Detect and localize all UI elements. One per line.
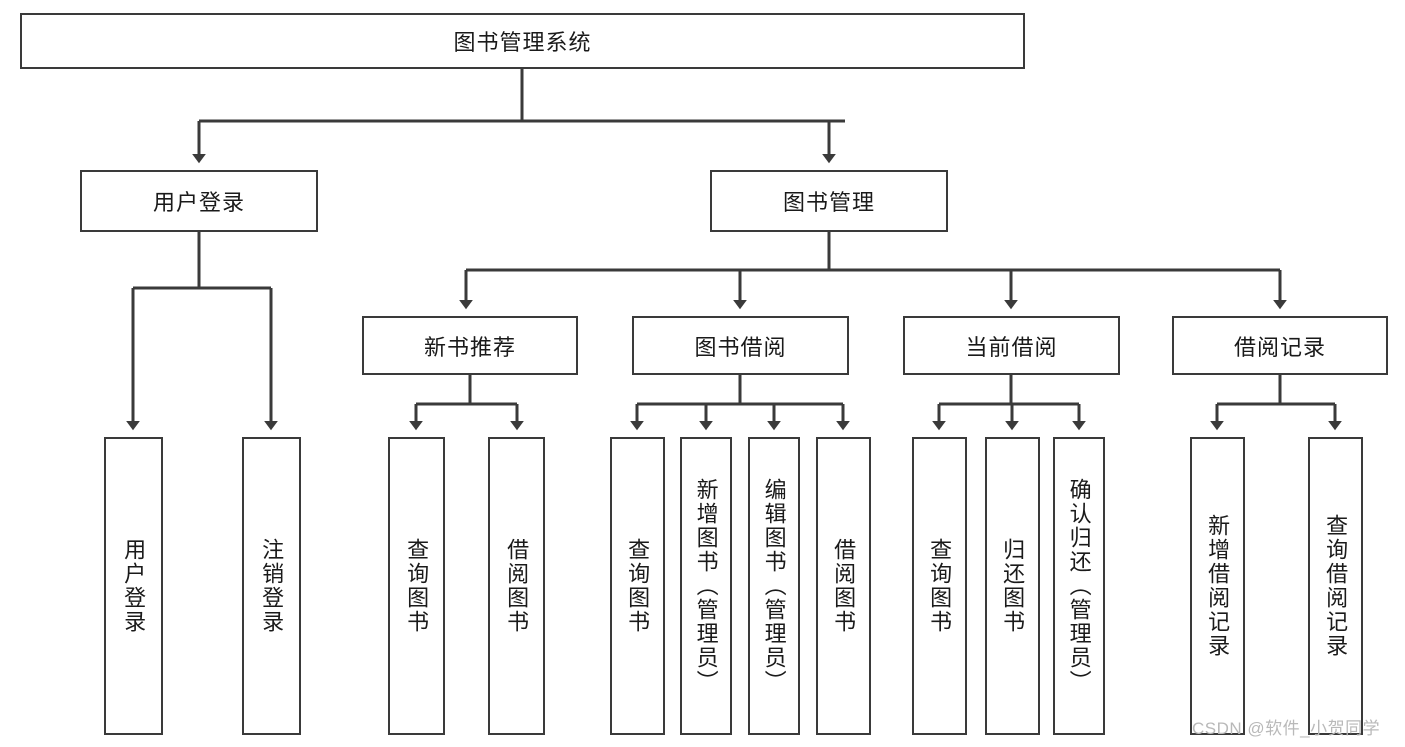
leaf-query-book-current[interactable]: 查询图书 xyxy=(912,437,967,735)
leaf-query-borrow-record-label: 查询借阅记录 xyxy=(1323,514,1349,658)
node-book-management-label: 图书管理 xyxy=(782,190,875,215)
node-root[interactable]: 图书管理系统 xyxy=(20,13,1025,69)
leaf-borrow-book-recommend-label: 借阅图书 xyxy=(504,538,530,634)
node-current-borrow[interactable]: 当前借阅 xyxy=(903,316,1120,375)
leaf-query-book-recommend[interactable]: 查询图书 xyxy=(388,437,445,735)
leaf-return-book[interactable]: 归还图书 xyxy=(985,437,1040,735)
leaf-user-login-label: 用户登录 xyxy=(121,538,147,634)
leaf-return-book-label: 归还图书 xyxy=(1000,538,1026,634)
leaf-add-book-admin[interactable]: 新增图书（管理员） xyxy=(680,437,732,735)
node-borrow-record-label: 借阅记录 xyxy=(1233,334,1326,360)
leaf-query-book-borrow-label: 查询图书 xyxy=(625,538,651,634)
node-book-management[interactable]: 图书管理 xyxy=(710,170,948,232)
node-new-book-recommend[interactable]: 新书推荐 xyxy=(362,316,578,375)
leaf-borrow-book-label: 借阅图书 xyxy=(831,538,857,634)
leaf-add-borrow-record-label: 新增借阅记录 xyxy=(1205,514,1231,658)
leaf-query-book-borrow[interactable]: 查询图书 xyxy=(610,437,665,735)
node-root-label: 图书管理系统 xyxy=(453,30,592,55)
leaf-query-book-recommend-label: 查询图书 xyxy=(404,538,430,634)
node-new-book-recommend-label: 新书推荐 xyxy=(423,334,516,360)
leaf-edit-book-admin[interactable]: 编辑图书（管理员） xyxy=(748,437,800,735)
csdn-watermark: CSDN @软件_小贺同学 xyxy=(1192,719,1381,738)
leaf-borrow-book[interactable]: 借阅图书 xyxy=(816,437,871,735)
leaf-add-borrow-record[interactable]: 新增借阅记录 xyxy=(1190,437,1245,735)
node-book-borrow[interactable]: 图书借阅 xyxy=(632,316,849,375)
leaf-logout[interactable]: 注销登录 xyxy=(242,437,301,735)
node-current-borrow-label: 当前借阅 xyxy=(965,334,1058,360)
leaf-borrow-book-recommend[interactable]: 借阅图书 xyxy=(488,437,545,735)
leaf-query-book-current-label: 查询图书 xyxy=(927,538,953,634)
node-book-borrow-label: 图书借阅 xyxy=(694,334,787,360)
leaf-edit-book-admin-label: 编辑图书（管理员） xyxy=(761,478,787,694)
leaf-logout-label: 注销登录 xyxy=(259,538,285,634)
leaf-query-borrow-record[interactable]: 查询借阅记录 xyxy=(1308,437,1363,735)
leaf-confirm-return-admin-label: 确认归还（管理员） xyxy=(1066,478,1092,694)
node-borrow-record[interactable]: 借阅记录 xyxy=(1172,316,1388,375)
leaf-confirm-return-admin[interactable]: 确认归还（管理员） xyxy=(1053,437,1105,735)
leaf-add-book-admin-label: 新增图书（管理员） xyxy=(693,478,719,694)
node-user-login[interactable]: 用户登录 xyxy=(80,170,318,232)
leaf-user-login[interactable]: 用户登录 xyxy=(104,437,163,735)
node-user-login-label: 用户登录 xyxy=(152,190,245,215)
